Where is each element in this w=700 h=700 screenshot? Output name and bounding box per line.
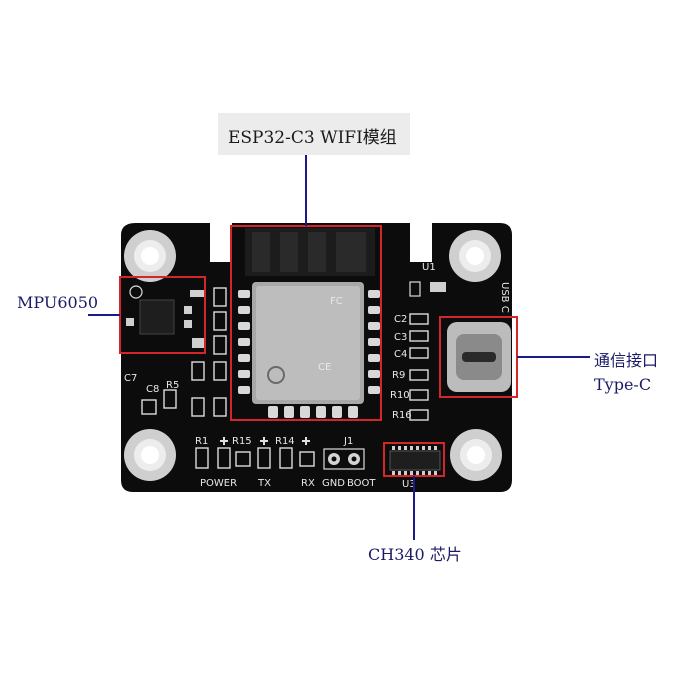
silk-gnd: GND: [322, 478, 345, 489]
ch340-chip: [389, 450, 441, 471]
mounting-hole-bottom-right: [450, 429, 502, 481]
mounting-hole-top-right: [449, 230, 501, 282]
ch340-label: CH340 芯片: [368, 545, 462, 564]
silk-r10: R10: [390, 390, 410, 401]
silk-tx: TX: [257, 478, 271, 489]
passive-parts-left: [141, 287, 227, 417]
silk-j1: J1: [343, 436, 353, 447]
silk-rx: RX: [301, 478, 315, 489]
mpu6050-label: MPU6050: [17, 293, 99, 312]
silk-c8: C8: [146, 384, 159, 395]
mounting-hole-top-left: [124, 230, 176, 282]
silk-r9: R9: [392, 370, 405, 381]
silk-power: POWER: [200, 478, 237, 489]
silk-usb-c: USB C: [499, 282, 510, 313]
ce-mark: CE: [318, 362, 331, 373]
silk-u3: U3: [402, 479, 416, 490]
silk-c3: C3: [394, 332, 407, 343]
fc-mark: FC: [330, 296, 343, 307]
silk-c2: C2: [394, 314, 407, 325]
silk-r5: R5: [166, 380, 179, 391]
title-box: [218, 113, 410, 155]
mpu6050-chip: [139, 299, 175, 335]
silk-boot: BOOT: [347, 478, 376, 489]
esp32-pads: [238, 290, 380, 418]
silk-u1: U1: [422, 262, 436, 273]
silk-r1: R1: [195, 436, 208, 447]
silk-c4: C4: [394, 349, 407, 360]
silk-r14: R14: [275, 436, 295, 447]
silk-r16: R16: [392, 410, 412, 421]
usb-type-label: Type-C: [594, 375, 652, 394]
module-title: ESP32-C3 WIFI模组: [228, 128, 397, 148]
silk-r15: R15: [232, 436, 252, 447]
mounting-hole-bottom-left: [124, 429, 176, 481]
usb-interface-label: 通信接口: [594, 351, 659, 370]
silk-c7: C7: [124, 373, 137, 384]
